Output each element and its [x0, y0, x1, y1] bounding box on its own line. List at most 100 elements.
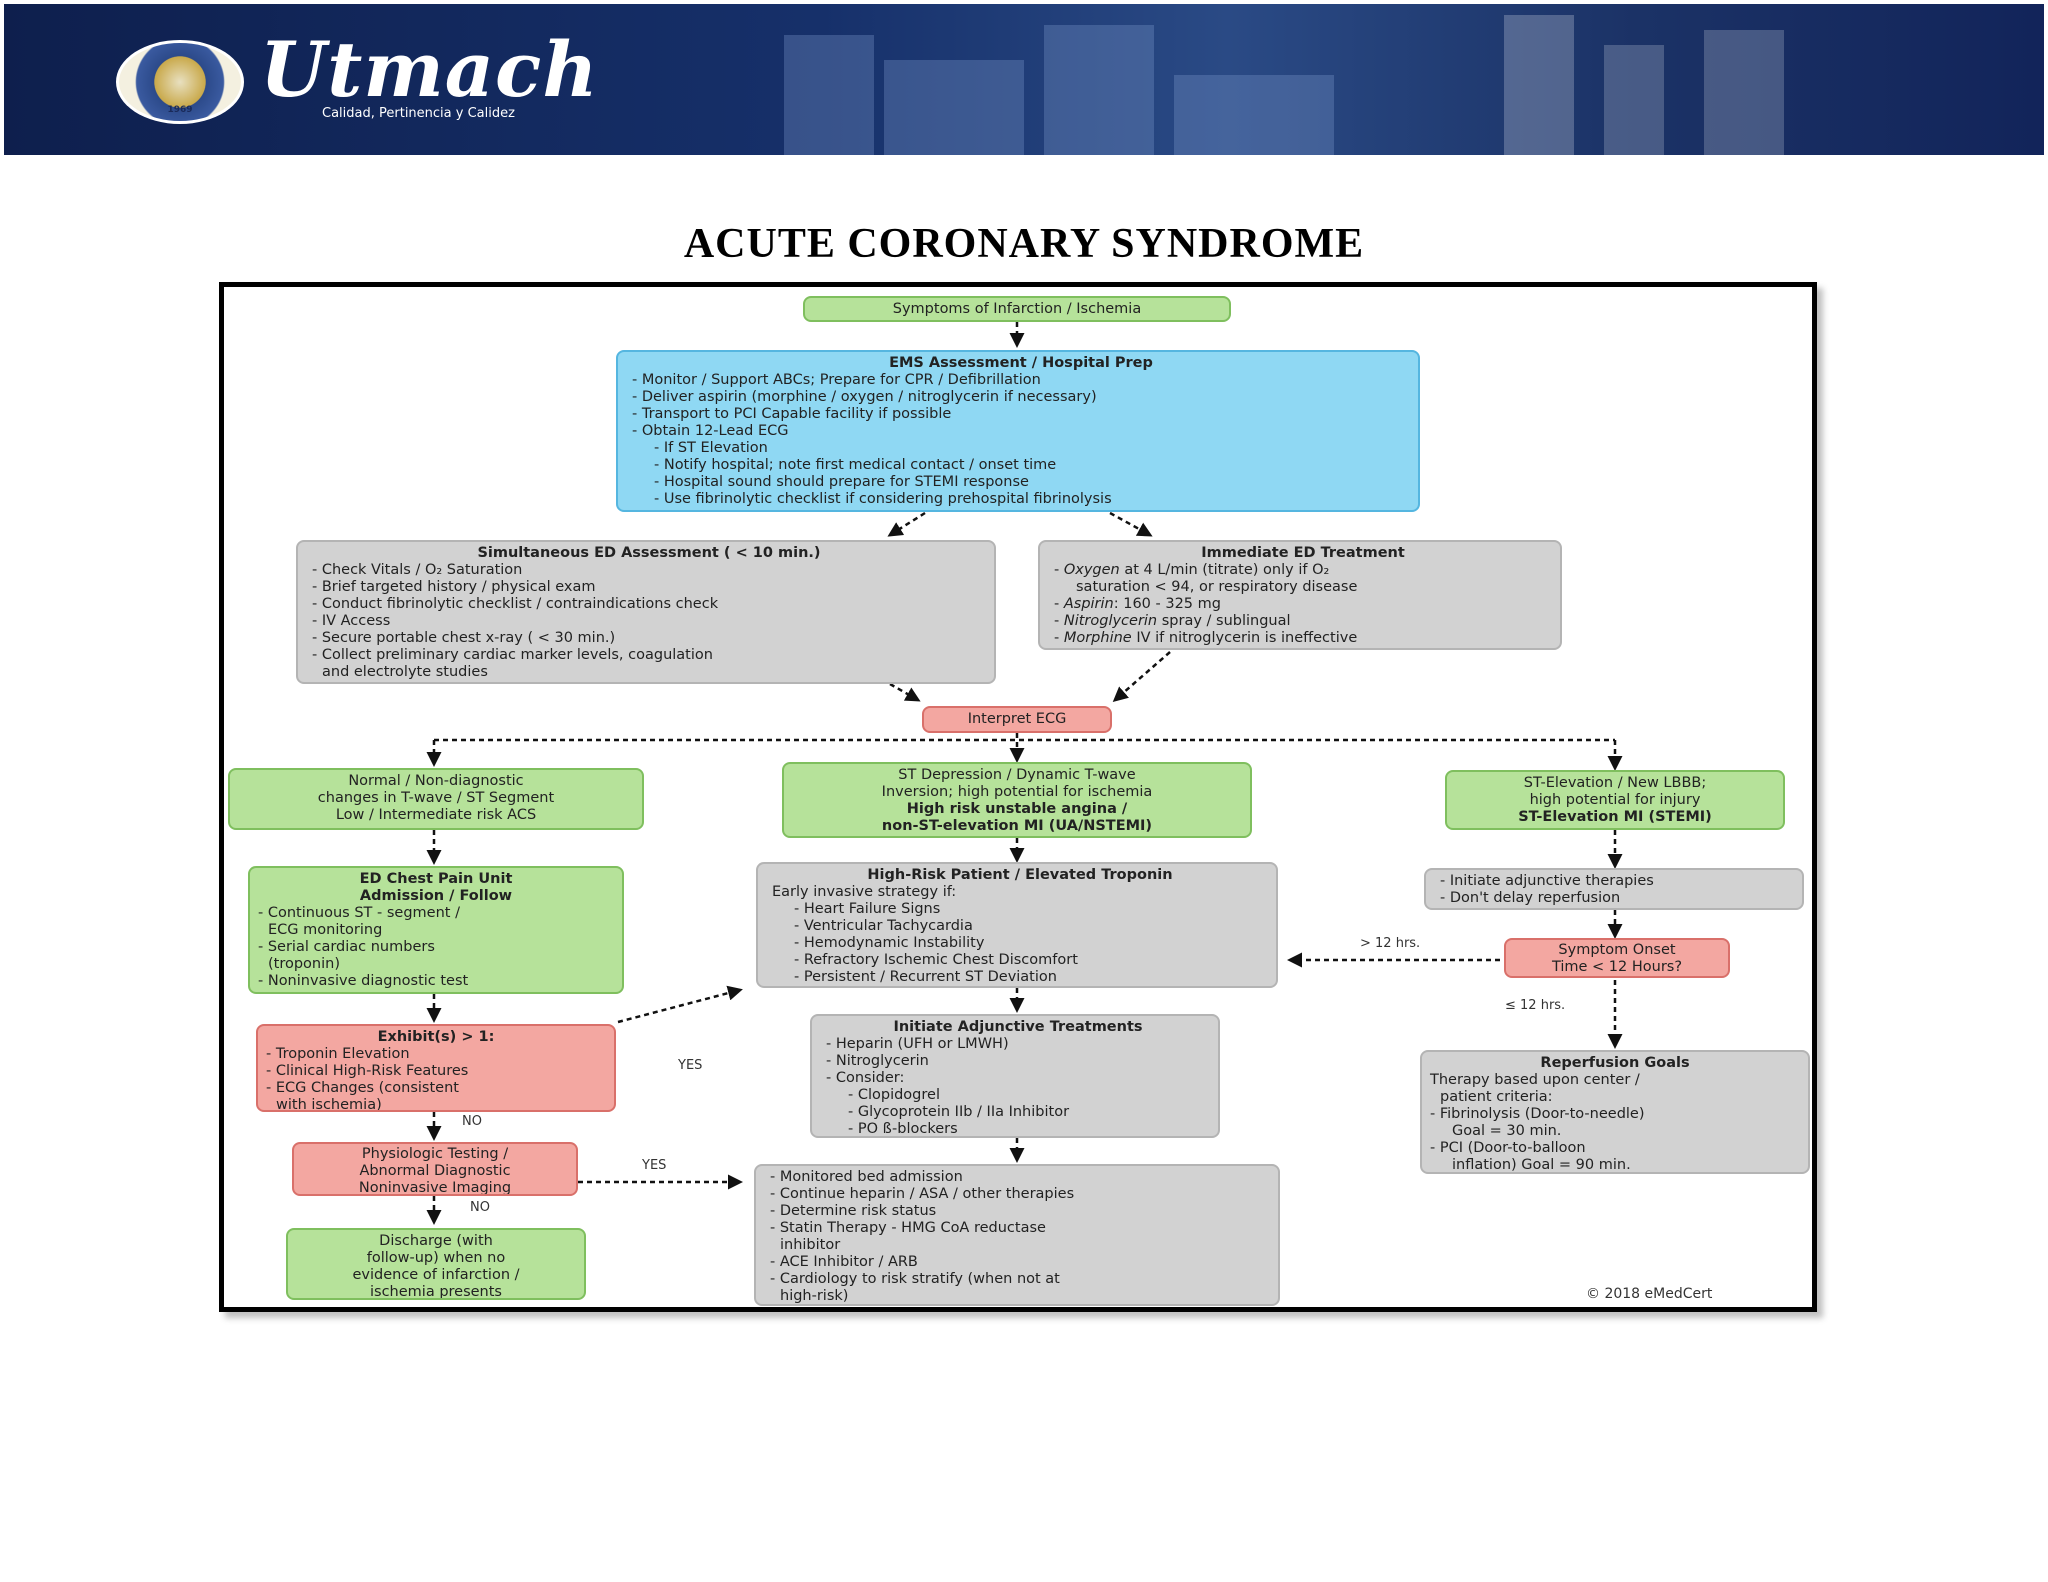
chest-pain-line: ECG monitoring	[268, 922, 383, 938]
chest-pain-unit-box: ED Chest Pain Unit Admission / Follow - …	[248, 866, 624, 994]
le-12-label: ≤ 12 hrs.	[1505, 998, 1566, 1013]
header-banner: 1969 Utmach Calidad, Pertinencia y Calid…	[4, 4, 2044, 155]
exhibit-title: Exhibit(s) > 1:	[377, 1029, 495, 1045]
logo-text: Utmach	[260, 25, 599, 114]
initiate-adj-line: - Heparin (UFH or LMWH)	[826, 1036, 1009, 1052]
copyright: © 2018 eMedCert	[1586, 1286, 1713, 1302]
reperfusion-title: Reperfusion Goals	[1540, 1055, 1690, 1071]
exhibit-box: Exhibit(s) > 1: - Troponin Elevation - C…	[256, 1024, 616, 1112]
sim-ed-title: Simultaneous ED Assessment ( < 10 min.)	[477, 545, 821, 561]
chest-pain-line: - Noninvasive diagnostic test	[258, 973, 469, 989]
physiologic-testing-box: Physiologic Testing / Abnormal Diagnosti…	[292, 1142, 578, 1196]
high-risk-title: High-Risk Patient / Elevated Troponin	[867, 867, 1173, 883]
banner-building	[784, 35, 874, 155]
banner-statue	[1604, 45, 1664, 155]
reperfusion-goals-box: Reperfusion Goals Therapy based upon cen…	[1420, 1050, 1810, 1174]
ems-subline: - Hospital sound should prepare for STEM…	[654, 474, 1029, 490]
discharge-line: ischemia presents	[370, 1284, 502, 1300]
sim-ed-line: - Collect preliminary cardiac marker lev…	[312, 647, 713, 663]
interpret-label: Interpret ECG	[967, 711, 1067, 727]
drug-name: Oxygen	[1063, 562, 1120, 578]
monitored-line: - Statin Therapy - HMG CoA reductase	[770, 1220, 1046, 1236]
discharge-line: Discharge (with	[379, 1233, 493, 1249]
monitored-line: - Monitored bed admission	[770, 1169, 963, 1185]
ems-subline: - Use fibrinolytic checklist if consider…	[654, 491, 1112, 507]
monitored-line: high-risk)	[780, 1288, 849, 1304]
symptoms-box: Symptoms of Infarction / Ischemia	[803, 296, 1231, 322]
physio-line: Noninvasive Imaging	[358, 1180, 512, 1196]
initiate-adjunctive-box: Initiate Adjunctive Treatments - Heparin…	[810, 1014, 1220, 1138]
onset-line: Symptom Onset	[1558, 942, 1676, 958]
banner-building	[1174, 75, 1334, 155]
reperfusion-line: Goal = 30 min.	[1452, 1123, 1562, 1139]
st-dep-bold: non-ST-elevation MI (UA/NSTEMI)	[881, 818, 1153, 834]
st-dep-bold: High risk unstable angina /	[906, 801, 1128, 817]
normal-line: Low / Intermediate risk ACS	[335, 807, 537, 823]
drug-text: : 160 - 325 mg	[1113, 596, 1221, 612]
chest-pain-title: Admission / Follow	[359, 888, 513, 904]
drug-text: spray / sublingual	[1157, 613, 1291, 629]
drug-text: IV if nitroglycerin is ineffective	[1131, 630, 1358, 646]
imm-ed-line: - Oxygen at 4 L/min (titrate) only if O₂	[1054, 562, 1330, 578]
ems-box: EMS Assessment / Hospital Prep - Monitor…	[616, 350, 1420, 512]
st-dep-line: ST Depression / Dynamic T-wave	[898, 767, 1136, 783]
normal-box: Normal / Non-diagnostic changes in T-wav…	[228, 768, 644, 830]
monitored-line: - Continue heparin / ASA / other therapi…	[770, 1186, 1075, 1202]
monitored-line: - ACE Inhibitor / ARB	[770, 1254, 918, 1270]
initiate-adj-title: Initiate Adjunctive Treatments	[893, 1019, 1143, 1035]
initiate-adj-line: - Nitroglycerin	[826, 1053, 929, 1069]
adjunctive-therapies-box: - Initiate adjunctive therapies - Don't …	[1424, 868, 1804, 910]
logo-tagline: Calidad, Pertinencia y Calidez	[322, 106, 515, 121]
reperfusion-line: Therapy based upon center /	[1430, 1072, 1640, 1088]
chest-pain-line: (troponin)	[268, 956, 340, 972]
ems-line: - Monitor / Support ABCs; Prepare for CP…	[632, 372, 1041, 388]
gt-12-label: > 12 hrs.	[1360, 936, 1421, 951]
drug-name: Morphine	[1063, 630, 1132, 646]
symptom-onset-box: Symptom Onset Time < 12 Hours?	[1504, 938, 1730, 978]
sim-ed-line: - IV Access	[312, 613, 391, 629]
st-dep-line: Inversion; high potential for ischemia	[881, 784, 1153, 800]
st-elev-bold: ST-Elevation MI (STEMI)	[1518, 809, 1712, 825]
ems-title: EMS Assessment / Hospital Prep	[889, 355, 1153, 371]
st-elevation-box: ST-Elevation / New LBBB; high potential …	[1445, 770, 1785, 830]
high-risk-line: - Ventricular Tachycardia	[794, 918, 973, 934]
banner-building	[884, 60, 1024, 155]
monitored-line: - Determine risk status	[770, 1203, 937, 1219]
high-risk-box: High-Risk Patient / Elevated Troponin Ea…	[756, 862, 1278, 988]
st-elev-line: ST-Elevation / New LBBB;	[1523, 775, 1707, 791]
adjunctive-line: - Initiate adjunctive therapies	[1440, 873, 1654, 889]
exhibit-line: - Troponin Elevation	[266, 1046, 410, 1062]
sim-ed-line: - Conduct fibrinolytic checklist / contr…	[312, 596, 719, 612]
ems-line: - Transport to PCI Capable facility if p…	[632, 406, 952, 422]
drug-name: Aspirin	[1063, 596, 1114, 612]
banner-statue	[1704, 30, 1784, 155]
st-depression-box: ST Depression / Dynamic T-wave Inversion…	[782, 762, 1252, 838]
monitored-line: - Cardiology to risk stratify (when not …	[770, 1271, 1060, 1287]
chest-pain-title: ED Chest Pain Unit	[359, 871, 513, 887]
normal-line: Normal / Non-diagnostic	[348, 773, 524, 789]
no-label-2: NO	[470, 1200, 490, 1215]
ems-subline: - Notify hospital; note first medical co…	[654, 457, 1057, 473]
ems-subline: - If ST Elevation	[654, 440, 768, 456]
high-risk-line: - Persistent / Recurrent ST Deviation	[794, 969, 1057, 985]
discharge-box: Discharge (with follow-up) when no evide…	[286, 1228, 586, 1300]
drug-name: Nitroglycerin	[1063, 613, 1158, 629]
imm-ed-line: - Nitroglycerin spray / sublingual	[1054, 613, 1291, 629]
symptoms-label: Symptoms of Infarction / Ischemia	[892, 301, 1142, 317]
high-risk-line: - Refractory Ischemic Chest Discomfort	[794, 952, 1078, 968]
yes-label-2: YES	[642, 1158, 667, 1173]
chest-pain-line: - Serial cardiac numbers	[258, 939, 435, 955]
high-risk-lead: Early invasive strategy if:	[772, 884, 957, 900]
discharge-line: follow-up) when no	[366, 1250, 506, 1266]
ems-line: - Deliver aspirin (morphine / oxygen / n…	[632, 389, 1097, 405]
exhibit-line: with ischemia)	[276, 1097, 382, 1112]
reperfusion-line: inflation) Goal = 90 min.	[1452, 1157, 1631, 1173]
reperfusion-line: - PCI (Door-to-balloon	[1430, 1140, 1586, 1156]
chest-pain-line: - Continuous ST - segment /	[258, 905, 460, 921]
imm-ed-line: - Aspirin: 160 - 325 mg	[1054, 596, 1221, 612]
high-risk-line: - Hemodynamic Instability	[794, 935, 985, 951]
discharge-line: evidence of infarction /	[352, 1267, 520, 1283]
sim-ed-line: and electrolyte studies	[322, 664, 488, 680]
no-label: NO	[462, 1114, 482, 1129]
imm-ed-line: - Morphine IV if nitroglycerin is ineffe…	[1054, 630, 1358, 646]
